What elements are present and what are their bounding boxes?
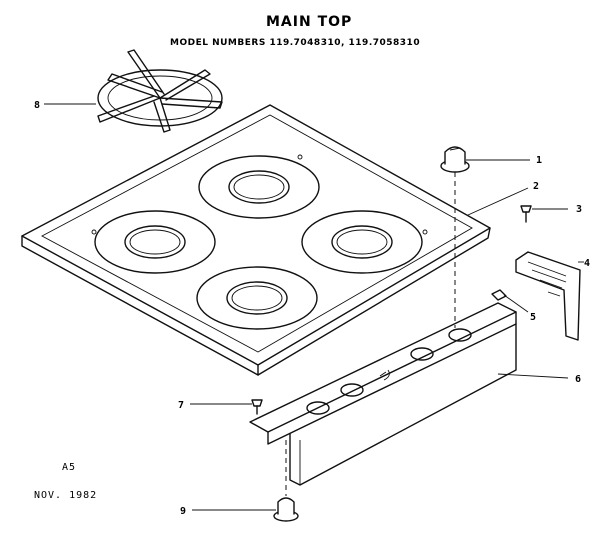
screw-upper: [520, 205, 532, 223]
burner-recess-left: [94, 210, 216, 274]
callout-3: 3: [576, 204, 582, 215]
callout-7: 7: [178, 400, 184, 411]
bottom-knob: [273, 497, 299, 522]
burner-recess-rear: [198, 155, 320, 219]
model-numbers: MODEL NUMBERS 119.7048310, 119.7058310: [170, 38, 420, 48]
diagram-title: MAIN TOP: [266, 14, 352, 30]
main-top-panel: [21, 104, 491, 376]
callout-8: 8: [34, 100, 40, 111]
callout-2: 2: [533, 181, 539, 192]
drawing-code: A5: [62, 462, 76, 473]
callout-6: 6: [575, 374, 581, 385]
callout-1: 1: [536, 155, 542, 166]
control-knob: [440, 146, 470, 173]
side-bracket: [515, 251, 581, 341]
callout-4: 4: [584, 258, 590, 269]
callout-9: 9: [180, 506, 186, 517]
drawing-date: NOV. 1982: [34, 490, 97, 501]
control-panel: [249, 302, 517, 486]
leader-lines: [44, 103, 584, 511]
burner-recess-right: [301, 210, 423, 274]
screw-lower: [251, 399, 263, 415]
burner-grate: [97, 49, 223, 133]
callout-5: 5: [530, 312, 536, 323]
burner-recess-front: [196, 266, 318, 330]
clip: [491, 289, 507, 301]
